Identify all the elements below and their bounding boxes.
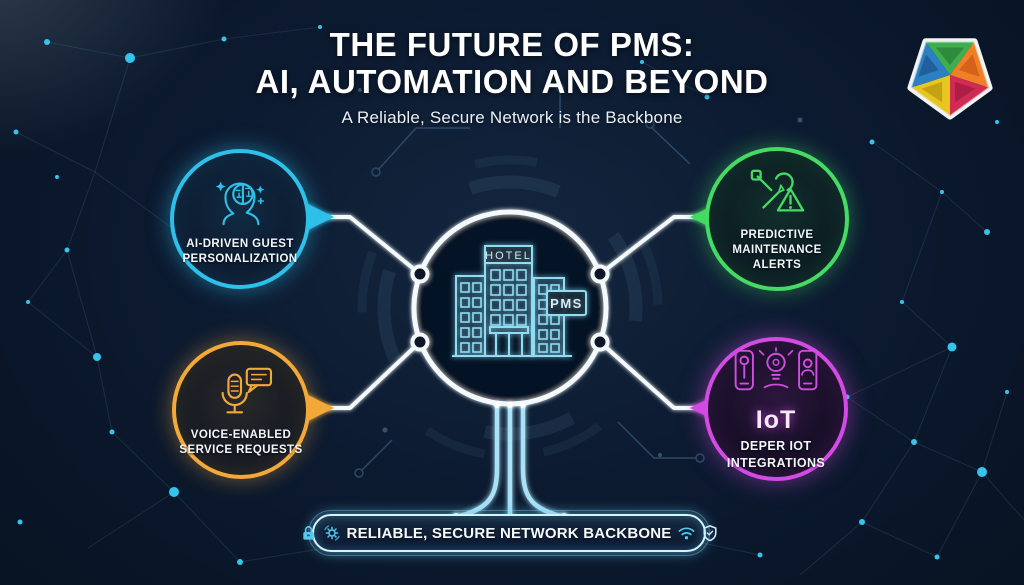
- node-label-line: AI-DRIVEN GUEST: [186, 237, 294, 250]
- node-deeper-iot-integrations: IoT DEPER IOT INTEGRATIONS: [704, 337, 848, 481]
- microphone-chat-icon: [207, 363, 275, 421]
- hotel-sign-text: HOTEL: [485, 250, 532, 262]
- pms-sign-text: PMS: [550, 296, 583, 311]
- node-label-line: MAINTENANCE: [732, 244, 822, 257]
- node-predictive-maintenance-alerts: PREDICTIVE MAINTENANCE ALERTS: [705, 147, 849, 291]
- node-label-line: VOICE-ENABLED: [190, 428, 292, 441]
- circuit-traces: [354, 83, 705, 478]
- iot-heading: IoT: [755, 406, 797, 435]
- network-backbone-banner: RELIABLE, SECURE NETWORK BACKBONE: [302, 510, 718, 556]
- wifi-icon: [679, 527, 695, 540]
- node-label-line: ALERTS: [752, 258, 802, 271]
- lock-icon: [302, 526, 314, 540]
- shield-icon: [703, 525, 718, 542]
- gear-icon: [323, 525, 340, 541]
- header: THE FUTURE OF PMS: AI, AUTOMATION AND BE…: [12, 26, 1012, 128]
- brand-logo: [901, 24, 999, 122]
- backbone-label: RELIABLE, SECURE NETWORK BACKBONE: [346, 524, 672, 542]
- iot-devices-icon: [731, 347, 821, 397]
- hub-arcs: [357, 155, 663, 461]
- node-label-line: PERSONALIZATION: [182, 252, 298, 265]
- title-line-2: AI, AUTOMATION AND BEYOND: [255, 63, 769, 101]
- subtitle: A Reliable, Secure Network is the Backbo…: [341, 107, 683, 127]
- hotel-pms-icon: HOTEL PMS: [452, 245, 587, 357]
- node-voice-enabled-service-requests: VOICE-ENABLED SERVICE REQUESTS: [172, 341, 310, 479]
- node-label-line: PREDICTIVE: [740, 229, 814, 242]
- ai-brain-head-icon: [209, 172, 271, 230]
- node-label-line: INTEGRATIONS: [726, 455, 826, 470]
- title-line-1: THE FUTURE OF PMS:: [329, 26, 695, 63]
- node-label-line: DEPER IOT: [740, 439, 812, 454]
- node-label-line: SERVICE REQUESTS: [179, 443, 303, 456]
- polyhedron-logo-icon: [907, 38, 993, 120]
- node-ai-guest-personalization: AI-DRIVEN GUEST PERSONALIZATION: [170, 149, 310, 289]
- wrench-warning-icon: [746, 165, 808, 221]
